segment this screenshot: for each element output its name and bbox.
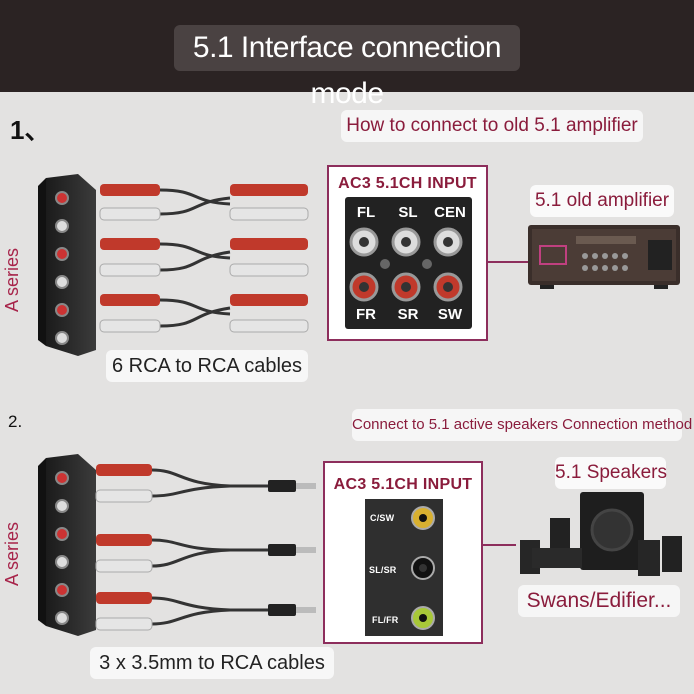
- port-label-fl: FL: [348, 203, 384, 223]
- section2-heading: Connect to 5.1 active speakers Connectio…: [352, 409, 692, 441]
- decoder-jacks-2: [55, 471, 69, 625]
- section2-brand-label: Swans/Edifier...: [518, 585, 680, 617]
- section1-input-box: AC3 5.1CH INPUT FL SL CEN FR SR SW: [327, 165, 488, 341]
- jack-label-flfr: FL/FR: [372, 615, 399, 625]
- jack-cables-2: [151, 468, 270, 626]
- page-title: 5.1 Interface connection mode: [174, 25, 520, 110]
- rca-cables-1: [159, 188, 231, 328]
- section1-heading: How to connect to old 5.1 amplifier: [341, 110, 643, 142]
- section1-number: 1、: [10, 115, 51, 145]
- port-label-sw: SW: [432, 305, 468, 325]
- rca-plugs-1: [99, 184, 309, 333]
- port-label-sr: SR: [390, 305, 426, 325]
- jack-label-slsr: SL/SR: [369, 565, 397, 575]
- amplifier-image: [528, 225, 680, 289]
- section1-input-title: AC3 5.1CH INPUT: [338, 175, 477, 192]
- section2-number: 2.: [8, 412, 23, 431]
- section2-cable-caption: 3 x 3.5mm to RCA cables: [90, 647, 334, 679]
- section2-side-label: A series: [2, 521, 22, 586]
- decoder-box-2: [38, 454, 96, 636]
- section1-cable-caption: 6 RCA to RCA cables: [106, 350, 308, 382]
- jack-plugs-2: [95, 464, 316, 631]
- section2-input-title: AC3 5.1CH INPUT: [333, 476, 473, 493]
- section1-device-label: 5.1 old amplifier: [530, 185, 674, 217]
- section1-side-label: A series: [2, 247, 22, 312]
- decoder-jacks-1: [55, 191, 69, 345]
- jack-label-csw: C/SW: [370, 513, 395, 523]
- section2-input-box: AC3 5.1CH INPUT C/SW SL/SR FL/FR: [323, 461, 483, 644]
- speakers-image: [520, 492, 682, 576]
- port-label-fr: FR: [348, 305, 384, 325]
- port-label-sl: SL: [390, 203, 426, 223]
- section2-device-label: 5.1 Speakers: [555, 457, 667, 489]
- port-label-cen: CEN: [432, 203, 468, 223]
- title-bar: 5.1 Interface connection mode: [0, 0, 694, 110]
- decoder-box-1: [38, 174, 96, 356]
